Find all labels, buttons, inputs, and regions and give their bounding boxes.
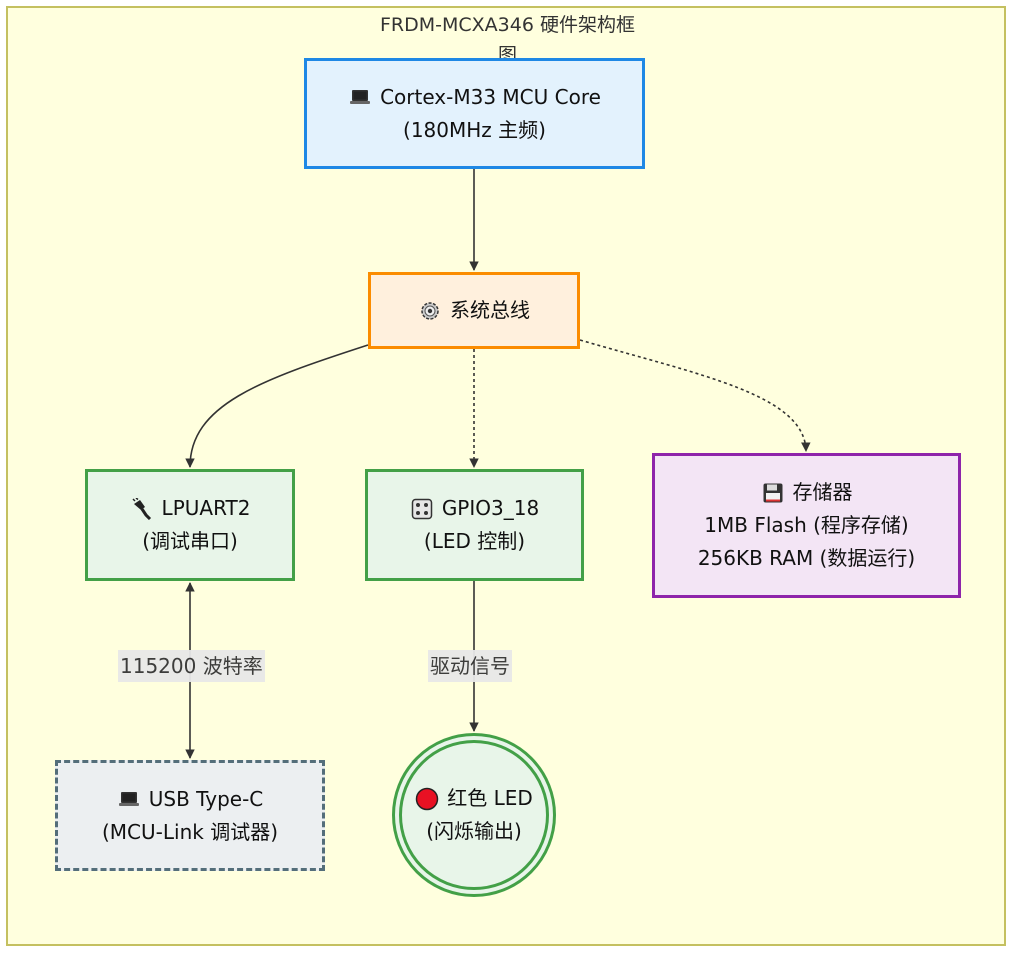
node-gpio-title: GPIO3_18: [441, 496, 540, 520]
node-gpio-subtitle: (LED 控制): [423, 529, 526, 553]
node-led-subtitle: (闪烁输出): [426, 819, 522, 843]
node-usb-subtitle: (MCU-Link 调试器): [102, 819, 278, 844]
edge-label-baud-rate: 115200 波特率: [118, 650, 265, 682]
edge-bus-to-memory: [579, 339, 811, 452]
node-lpuart2[interactable]: LPUART2 (调试串口): [85, 469, 295, 581]
edge-bus-to-uart: [185, 344, 369, 468]
node-usb-title: USB Type-C: [148, 786, 264, 811]
gear-icon: [418, 299, 442, 323]
node-red-led[interactable]: 红色 LED (闪烁输出): [392, 733, 556, 897]
node-memory[interactable]: 存储器 1MB Flash (程序存储) 256KB RAM (数据运行): [652, 453, 961, 598]
node-memory-title: 存储器: [792, 480, 853, 504]
node-core-title: Cortex-M33 MCU Core: [380, 84, 601, 109]
floppy-disk-icon: [761, 481, 785, 505]
plug-icon: [130, 497, 154, 521]
node-memory-ram: 256KB RAM (数据运行): [697, 546, 916, 570]
node-core-subtitle: (180MHz 主频): [403, 117, 546, 142]
node-memory-flash: 1MB Flash (程序存储): [704, 513, 909, 537]
laptop-icon: [348, 85, 372, 109]
node-usb-type-c[interactable]: USB Type-C (MCU-Link 调试器): [55, 760, 325, 871]
red-circle-icon: [415, 787, 439, 811]
node-uart-title: LPUART2: [161, 496, 251, 520]
diagram-title-line-1: FRDM-MCXA346 硬件架构框: [380, 14, 635, 36]
node-system-bus[interactable]: 系统总线: [368, 272, 580, 349]
edge-label-drive-signal: 驱动信号: [428, 650, 512, 682]
node-bus-title: 系统总线: [450, 298, 530, 322]
node-uart-subtitle: (调试串口): [142, 529, 238, 553]
laptop-icon: [117, 787, 141, 811]
node-cortex-m33-core[interactable]: Cortex-M33 MCU Core (180MHz 主频): [304, 58, 645, 169]
node-gpio3-18[interactable]: GPIO3_18 (LED 控制): [365, 469, 584, 581]
node-led-title: 红色 LED: [447, 786, 533, 810]
dice-icon: [410, 497, 434, 521]
